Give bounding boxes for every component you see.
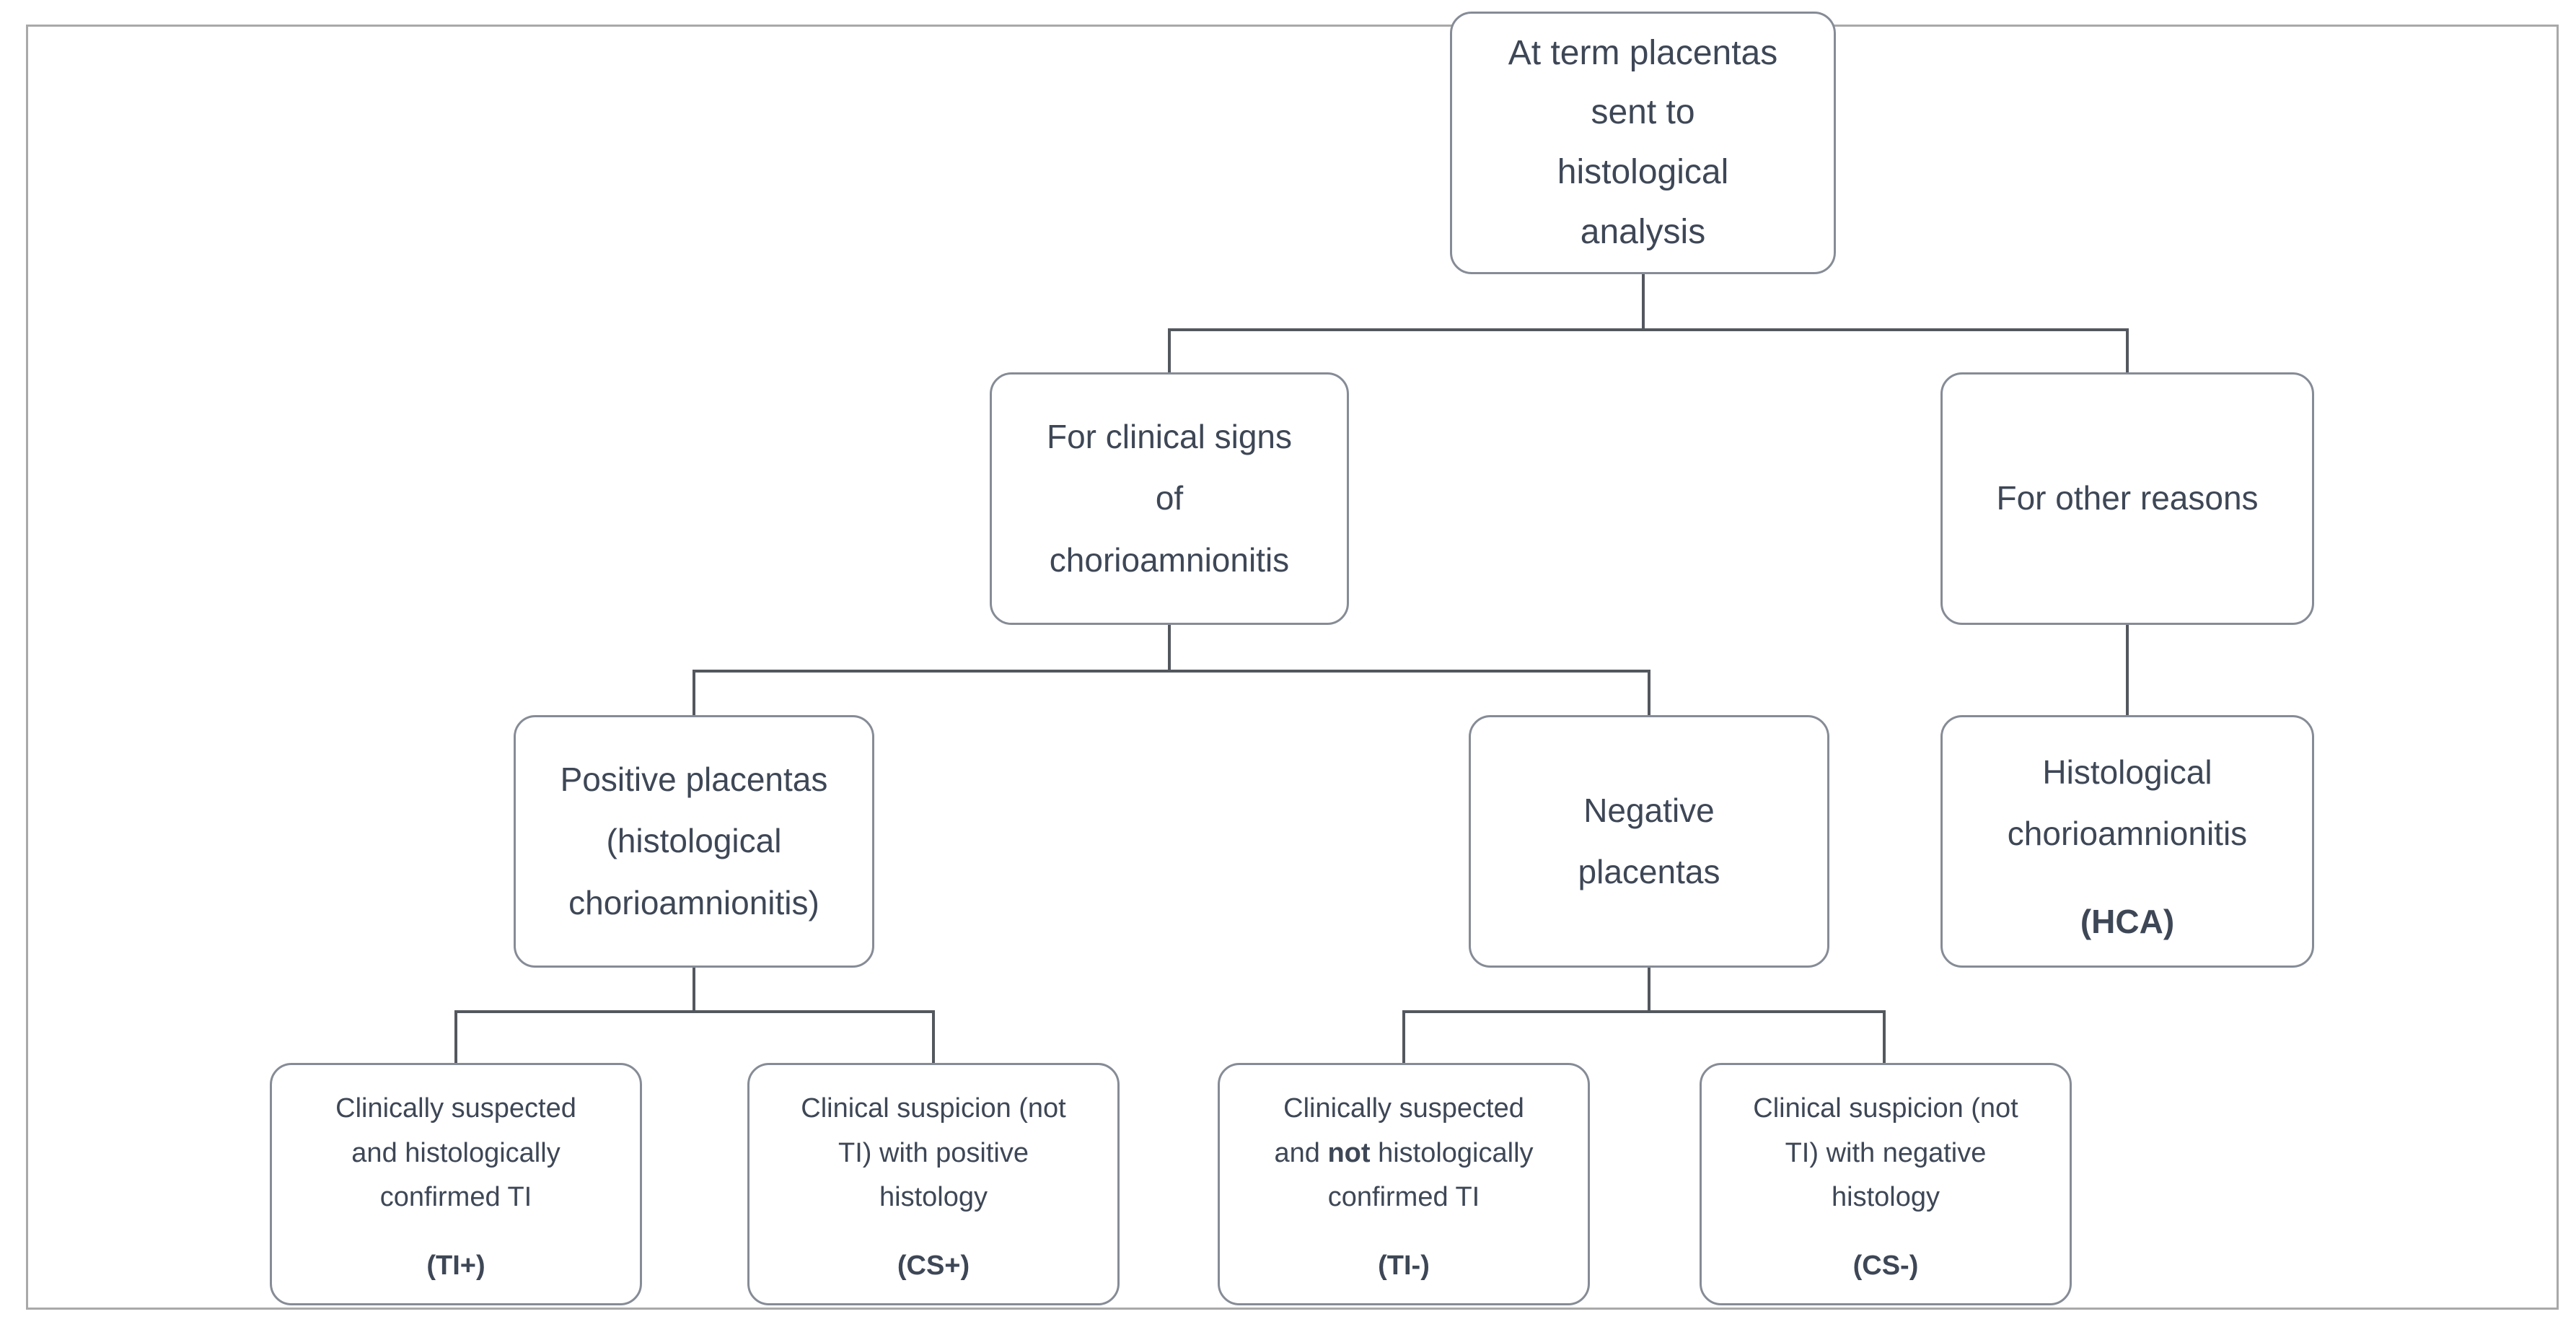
connector-bus-negative-leaves <box>1402 1010 1884 1013</box>
connector-positive-down <box>693 966 695 1013</box>
node-positive-placentas: Positive placentas (histological chorioa… <box>514 715 874 968</box>
connector-other-to-hca <box>2126 623 2129 717</box>
connector-positive-drop <box>693 670 695 717</box>
connector-clinical-signs-down <box>1168 623 1171 673</box>
connector-bus-level3 <box>693 670 1650 673</box>
node-hca: Histological chorioamnionitis (HCA) <box>1940 715 2314 968</box>
node-cs-plus-label: Clinical suspicion (not TI) with positiv… <box>801 1093 1066 1213</box>
node-cs-minus-acronym: (CS-) <box>1852 1250 1919 1281</box>
node-negative-placentas-label: Negative placentas <box>1578 791 1720 890</box>
node-clinical-signs-label: For clinical signs of chorioamnionitis <box>1047 418 1292 579</box>
node-hca-label: Histological chorioamnionitis <box>2007 753 2248 852</box>
node-positive-placentas-label: Positive placentas (histological chorioa… <box>560 761 828 921</box>
node-cs-plus-acronym: (CS+) <box>897 1250 970 1281</box>
node-other-reasons-label: For other reasons <box>1996 479 2259 517</box>
node-cs-plus: Clinical suspicion (not TI) with positiv… <box>747 1063 1120 1305</box>
connector-cs-plus-drop <box>932 1010 935 1065</box>
node-ti-minus: Clinically suspected and not histologica… <box>1218 1063 1590 1305</box>
node-ti-minus-label-suffix: histologically confirmed TI <box>1327 1137 1534 1213</box>
connector-ti-minus-drop <box>1402 1010 1405 1065</box>
node-ti-plus-label: Clinically suspected and histologically … <box>335 1093 576 1213</box>
connector-root-drop <box>1642 273 1645 331</box>
node-ti-minus-acronym: (TI-) <box>1378 1250 1430 1281</box>
node-hca-acronym: (HCA) <box>2080 903 2175 941</box>
node-negative-placentas: Negative placentas <box>1469 715 1829 968</box>
connector-bus-level2 <box>1168 328 2129 331</box>
node-ti-minus-label-bold: not <box>1327 1137 1371 1168</box>
connector-negative-drop <box>1648 670 1650 717</box>
connector-bus-positive-leaves <box>454 1010 935 1013</box>
node-at-term-placentas-label: At term placentas sent to histological a… <box>1508 33 1778 251</box>
node-ti-minus-label-prefix: Clinically suspected and <box>1274 1093 1524 1168</box>
connector-clinical-signs-drop <box>1168 328 1171 375</box>
node-other-reasons: For other reasons <box>1940 372 2314 625</box>
figure-frame <box>26 25 2559 1310</box>
connector-other-reasons-drop <box>2126 328 2129 375</box>
node-clinical-signs: For clinical signs of chorioamnionitis <box>990 372 1349 625</box>
connector-cs-minus-drop <box>1883 1010 1886 1065</box>
connector-ti-plus-drop <box>454 1010 457 1065</box>
node-cs-minus-label: Clinical suspicion (not TI) with negativ… <box>1753 1093 2018 1213</box>
node-ti-plus-acronym: (TI+) <box>426 1250 485 1281</box>
node-ti-minus-label: Clinically suspected and not histologica… <box>1274 1087 1533 1220</box>
node-at-term-placentas: At term placentas sent to histological a… <box>1450 12 1836 274</box>
node-ti-plus: Clinically suspected and histologically … <box>270 1063 642 1305</box>
connector-negative-down <box>1648 966 1650 1013</box>
node-cs-minus: Clinical suspicion (not TI) with negativ… <box>1700 1063 2072 1305</box>
